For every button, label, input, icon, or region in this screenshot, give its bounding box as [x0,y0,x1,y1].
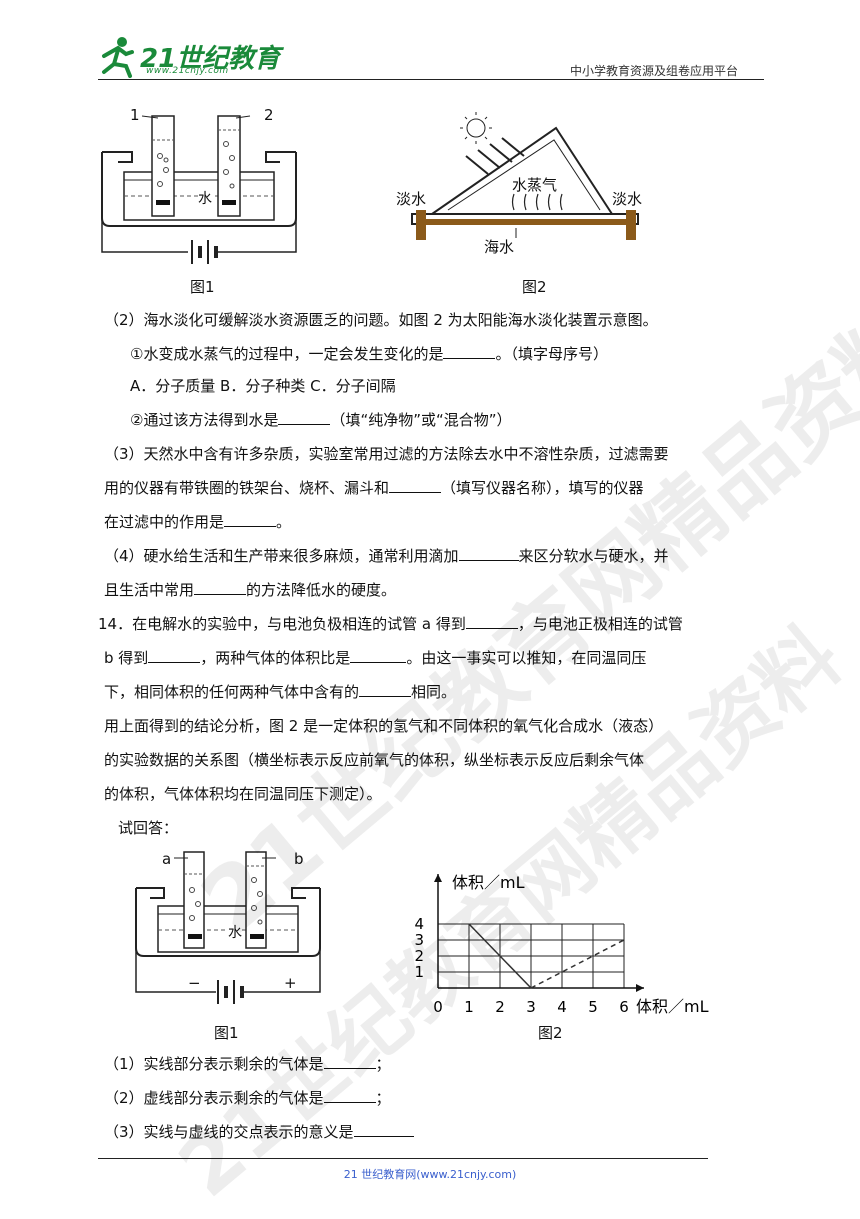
logo-url: www.21cnjy.com [146,66,229,76]
runner-logo-icon [102,37,134,78]
x-axis-label: 体积／mL [636,997,709,1016]
x-tick-label: 1 [464,998,474,1016]
y-tick-label: 1 [414,963,424,981]
x-tick-label: 5 [588,998,598,1016]
electrolysis-diagram-top [101,115,297,264]
tube-label-a: a [162,850,172,868]
series-line-dashed [530,939,625,989]
water-label-top: 水 [198,188,212,208]
answer-1: （1）实线部分表示剩余的气体是； [104,1055,391,1073]
water-label-bottom: 水 [228,922,242,942]
q14-line4: 用上面得到的结论分析，图 2 是一定体积的氢气和不同体积的氧气化合成水（液态） [104,717,664,735]
fig1-caption-bottom: 图1 [214,1024,239,1042]
y-tick-label: 2 [414,947,424,965]
q14-line6: 的体积，气体体积均在同温同压下测定）。 [104,785,382,803]
x-axis-arrow-icon [636,984,644,992]
q2-sub2: ②通过该方法得到水是（填“纯净物”或“混合物”） [130,411,512,429]
x-tick-label: 0 [433,998,443,1016]
q3-line1: （3）天然水中含有许多杂质，实验室常用过滤的方法除去水中不溶性杂质，过滤需要 [104,445,669,463]
tube-label-b: b [294,850,304,868]
answer-3: （3）实线与虚线的交点表示的意义是 [104,1122,414,1142]
q2-options: A．分子质量 B．分子种类 C．分子间隔 [130,377,396,395]
q14-line1: 14．在电解水的实验中，与电池负极相连的试管 a 得到，与电池正极相连的试管 [98,615,683,633]
y-axis-label: 体积／mL [452,873,525,892]
fig2-caption-top: 图2 [522,278,547,296]
y-tick-label: 3 [414,931,424,949]
vapor-label: 水蒸气 [512,176,558,194]
sea-water-label: 海水 [484,238,515,256]
logo-text: 21世纪教育 [140,44,281,74]
solar-desalination-diagram [411,112,639,240]
sun-icon [460,112,492,144]
series-line-solid [468,923,532,989]
x-tick-label: 2 [495,998,505,1016]
fresh-water-left-label: 淡水 [396,190,427,208]
negative-terminal-label: − [188,974,201,992]
fig1-caption-top: 图1 [190,278,215,296]
positive-terminal-label: + [284,974,297,992]
header-rule [98,79,764,80]
footer-text: 21 世纪教育网(www.21cnjy.com) [343,1168,517,1181]
q14-line5: 的实验数据的关系图（横坐标表示反应前氧气的体积，纵坐标表示反应后剩余气体 [104,751,645,769]
fig2-caption-bottom: 图2 [538,1024,563,1042]
q14-line3: 下，相同体积的任何两种气体中含有的相同。 [104,683,457,701]
q4-line1: （4）硬水给生活和生产带来很多麻烦，通常利用滴加来区分软水与硬水，并 [104,547,669,565]
y-axis-arrow-icon [434,874,442,882]
tube-label-1: 1 [130,106,140,124]
x-tick-label: 4 [557,998,567,1016]
x-tick-label: 6 [619,998,629,1016]
tube-label-2: 2 [264,106,274,124]
q14-line2: b 得到，两种气体的体积比是。由这一事实可以推知，在同温同压 [104,649,647,667]
q2-intro: （2）海水淡化可缓解淡水资源匮乏的问题。如图 2 为太阳能海水淡化装置示意图。 [104,311,658,329]
q4-line2: 且生活中常用的方法降低水的硬度。 [104,581,397,599]
footer-rule [98,1158,708,1159]
q2-sub1: ①水变成水蒸气的过程中，一定会发生变化的是。（填字母序号） [130,345,608,363]
fresh-water-right-label: 淡水 [612,190,643,208]
q3-line3: 在过滤中的作用是。 [104,513,292,531]
q14-try: 试回答： [118,819,179,837]
q3-line2: 用的仪器有带铁圈的铁架台、烧杯、漏斗和（填写仪器名称），填写的仪器 [104,479,644,497]
x-tick-label: 3 [526,998,536,1016]
y-tick-label: 4 [414,915,424,933]
answer-2: （2）虚线部分表示剩余的气体是； [104,1089,391,1107]
electrolysis-diagram-bottom [135,851,321,1004]
header-tagline: 中小学教育资源及组卷应用平台 [570,64,739,78]
